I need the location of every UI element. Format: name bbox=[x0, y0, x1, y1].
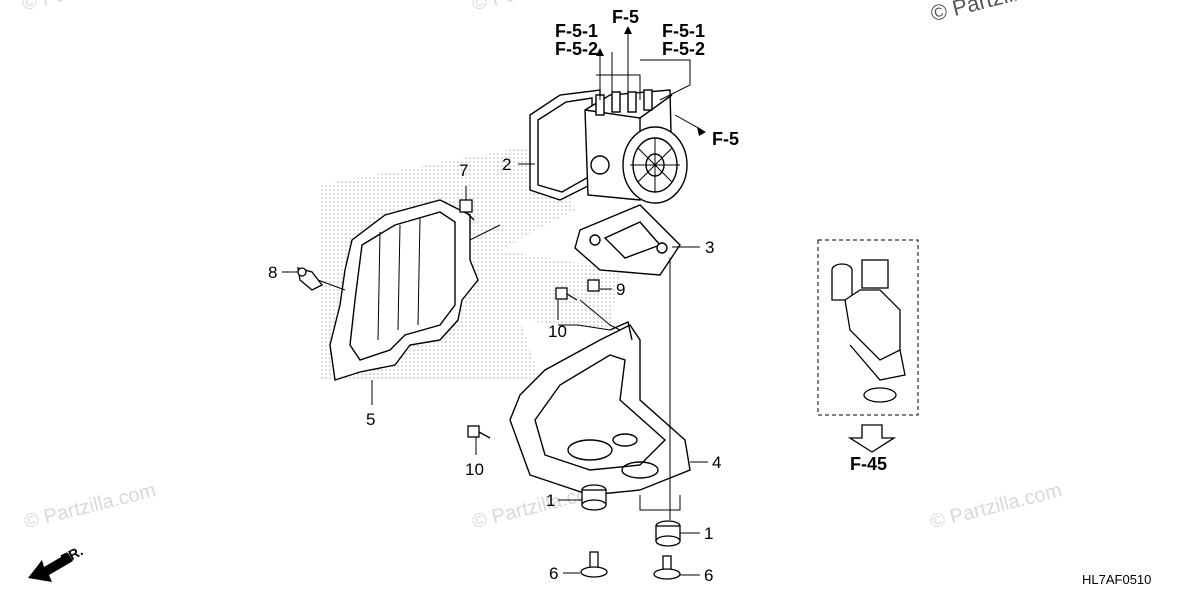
hollow-down-arrow-icon bbox=[847, 424, 897, 453]
callout-3: 3 bbox=[705, 238, 715, 257]
ref-f5-top: F-5 bbox=[612, 7, 639, 27]
ref-f5-right: F-5 bbox=[712, 129, 739, 149]
part-3-bracket-plate bbox=[574, 204, 681, 276]
ref-f45: F-45 bbox=[850, 454, 888, 474]
ref-f52-left: F-5-2 bbox=[555, 39, 599, 59]
callout-6-left: 6 bbox=[549, 564, 559, 583]
part-6-collar-bolt-left bbox=[580, 551, 608, 578]
part-6-collar-bolt-right bbox=[653, 555, 681, 580]
callout-9: 9 bbox=[616, 280, 626, 299]
ref-f51-left: F-5-1 bbox=[555, 21, 599, 41]
callout-2: 2 bbox=[502, 155, 512, 174]
callout-4: 4 bbox=[712, 453, 722, 472]
ref-f51-right: F-5-1 bbox=[662, 21, 706, 41]
callout-1-right: 1 bbox=[704, 524, 714, 543]
front-direction-arrow-icon bbox=[28, 553, 73, 582]
callout-1-left: 1 bbox=[546, 491, 556, 510]
part-7-bolt bbox=[459, 199, 475, 221]
callout-6-right: 6 bbox=[704, 566, 714, 585]
part-10-bolt-upper bbox=[555, 287, 578, 301]
part-2-abs-modulator bbox=[529, 89, 688, 204]
inset-detail-box bbox=[817, 239, 919, 453]
part-8-grommet bbox=[297, 267, 323, 291]
diagram-code: HL7AF0510 bbox=[1082, 572, 1152, 587]
leader-lines bbox=[282, 30, 708, 576]
part-5-cover bbox=[329, 199, 479, 381]
callout-7: 7 bbox=[459, 161, 469, 180]
reference-arrows bbox=[596, 26, 706, 136]
part-1-rubber-mount-left bbox=[581, 484, 607, 511]
callout-5: 5 bbox=[366, 410, 376, 429]
part-10-bolt-lower bbox=[467, 425, 491, 439]
callout-10-lower: 10 bbox=[465, 460, 484, 479]
callout-10-upper: 10 bbox=[548, 322, 567, 341]
part-4-mounting-bracket bbox=[509, 321, 691, 496]
part-9-bolt bbox=[587, 279, 600, 292]
part-1-rubber-mount-right bbox=[655, 520, 681, 547]
ref-f52-right: F-5-2 bbox=[662, 39, 706, 59]
callout-8: 8 bbox=[268, 263, 278, 282]
